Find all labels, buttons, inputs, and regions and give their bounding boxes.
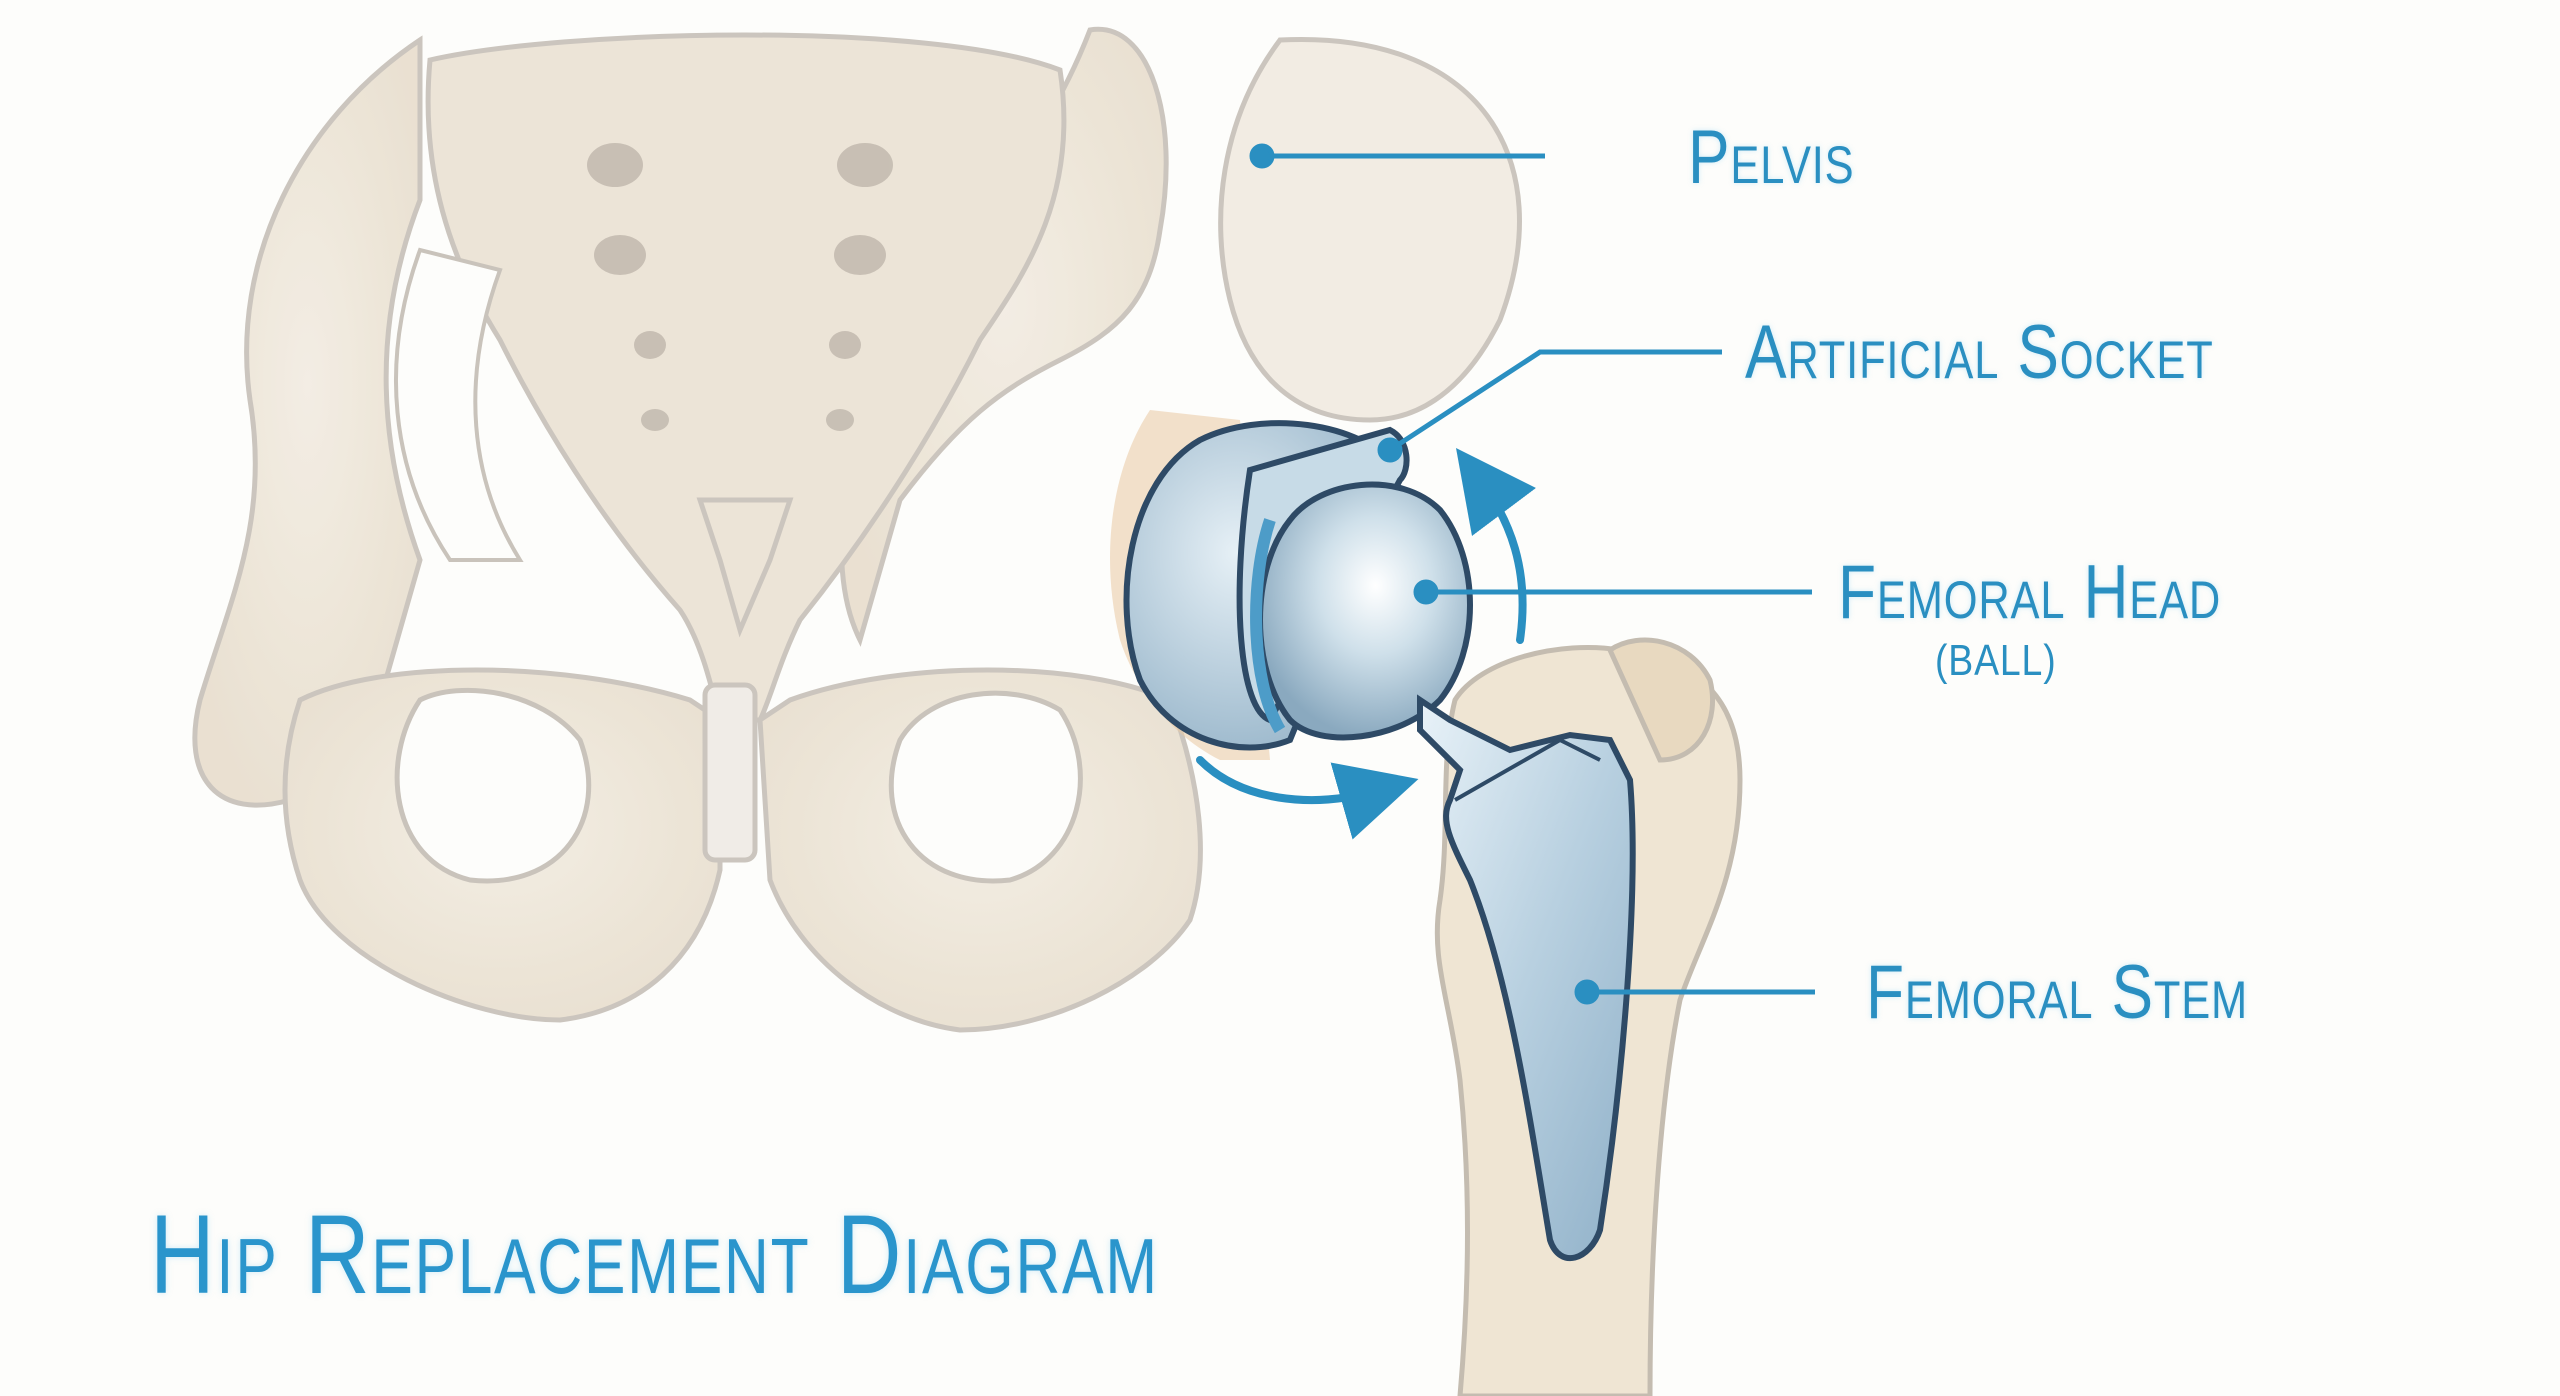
leader-lines xyxy=(1249,143,1815,1005)
label-femoral-head-sub: (BALL) xyxy=(1935,636,2057,685)
rotation-arrow-upper xyxy=(1456,447,1536,644)
rotation-arrow-lower xyxy=(1196,756,1419,840)
label-femoral-head: Femoral Head xyxy=(1838,550,2222,635)
femoral-stem-shape xyxy=(1417,694,1636,1262)
label-pelvis: Pelvis xyxy=(1688,115,1855,200)
sacral-foramina xyxy=(587,143,893,431)
diagram-title: Hip Replacement Diagram xyxy=(150,1192,1159,1317)
pelvic-inlet xyxy=(394,247,524,562)
femoral-head-shape xyxy=(1250,481,1473,741)
rotation-arrows xyxy=(1196,447,1536,840)
label-artificial-socket: Artificial Socket xyxy=(1745,310,2214,395)
obturator-foramina xyxy=(394,687,1083,884)
label-femoral-stem: Femoral Stem xyxy=(1866,950,2249,1035)
